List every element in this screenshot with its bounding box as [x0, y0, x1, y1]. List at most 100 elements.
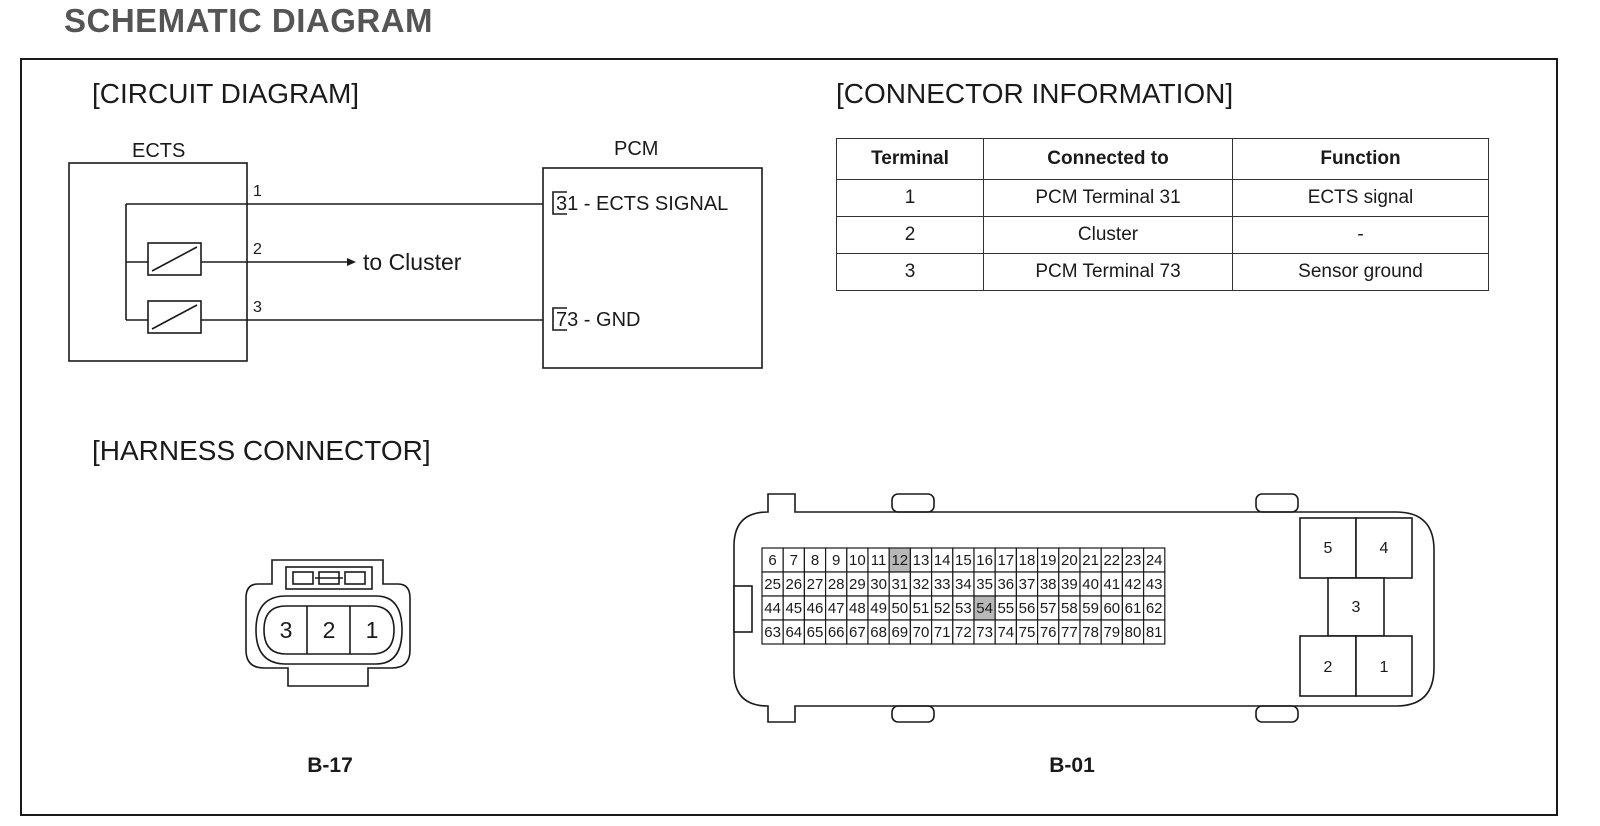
- b01-big-pin-1: 1: [1380, 659, 1389, 676]
- b01-pin-label: 24: [1146, 552, 1163, 569]
- b01-pin-label: 59: [1082, 600, 1099, 617]
- b01-pin-label: 7: [790, 552, 798, 569]
- b01-pin-label: 72: [955, 624, 972, 641]
- b01-pin-label: 52: [934, 600, 951, 617]
- pcm-box: [542, 167, 763, 369]
- b01-big-pin-4: 4: [1380, 540, 1389, 557]
- b01-pin-label: 12: [891, 552, 908, 569]
- arrow-icon: [347, 258, 356, 266]
- to-cluster-label: to Cluster: [363, 249, 462, 275]
- b01-pin-label: 14: [934, 552, 951, 569]
- pcm-pin73-label: 73 - GND: [556, 309, 640, 331]
- b01-pin-label: 35: [976, 576, 993, 593]
- b01-pin-label: 49: [870, 600, 887, 617]
- cell-connected-to: Cluster: [983, 216, 1233, 254]
- b01-pin-label: 17: [997, 552, 1014, 569]
- b01-pin-label: 28: [828, 576, 845, 593]
- b01-pin-label: 60: [1103, 600, 1120, 617]
- b01-pin-label: 9: [832, 552, 840, 569]
- b01-pin-label: 34: [955, 576, 972, 593]
- b01-pin-label: 66: [828, 624, 845, 641]
- section-connector-info-title: [CONNECTOR INFORMATION]: [836, 78, 1233, 109]
- pcm-pin31-label: 31 - ECTS SIGNAL: [556, 193, 728, 215]
- b01-pin-label: 41: [1103, 576, 1120, 593]
- header-function: Function: [1232, 138, 1489, 180]
- cell-terminal: 1: [836, 179, 984, 217]
- b01-pin-label: 73: [976, 624, 993, 641]
- table-row: 3 PCM Terminal 73 Sensor ground: [836, 253, 1489, 291]
- b01-pin-label: 76: [1040, 624, 1057, 641]
- b01-pin-label: 43: [1146, 576, 1163, 593]
- b01-pin-label: 68: [870, 624, 887, 641]
- page-title: SCHEMATIC DIAGRAM: [64, 2, 434, 39]
- b01-pin-label: 36: [997, 576, 1014, 593]
- b01-pin-label: 71: [934, 624, 951, 641]
- b01-pin-label: 32: [913, 576, 930, 593]
- b01-pin-label: 78: [1082, 624, 1099, 641]
- b17-caption: B-17: [307, 754, 353, 777]
- b01-pin-label: 46: [807, 600, 824, 617]
- b01-pin-label: 45: [785, 600, 802, 617]
- connector-b17: 3 2 1 B-17: [245, 559, 411, 777]
- b01-pin-label: 54: [976, 600, 993, 617]
- b01-pin-label: 69: [891, 624, 908, 641]
- cell-terminal: 2: [836, 216, 984, 254]
- header-connected-to: Connected to: [983, 138, 1233, 180]
- b01-pin-label: 80: [1125, 624, 1142, 641]
- b01-big-pin-3: 3: [1352, 599, 1361, 616]
- b01-pin-label: 21: [1082, 552, 1099, 569]
- pcm-module: PCM 31 - ECTS SIGNAL 73 - GND: [542, 138, 763, 369]
- b01-pin-label: 44: [764, 600, 781, 617]
- b01-pin-label: 38: [1040, 576, 1057, 593]
- b01-pin-label: 64: [785, 624, 802, 641]
- cell-function: Sensor ground: [1232, 253, 1489, 291]
- b01-pin-label: 13: [913, 552, 930, 569]
- b01-pin-label: 37: [1019, 576, 1036, 593]
- b01-pin-label: 47: [828, 600, 845, 617]
- b01-pin-label: 10: [849, 552, 866, 569]
- b01-pin-label: 70: [913, 624, 930, 641]
- ects-sensor: ECTS: [68, 140, 248, 362]
- b01-pin-label: 40: [1082, 576, 1099, 593]
- pin-3-label: 3: [253, 299, 262, 316]
- b01-pin-label: 29: [849, 576, 866, 593]
- b01-pin-label: 57: [1040, 600, 1057, 617]
- b01-big-pin-5: 5: [1324, 540, 1333, 557]
- b01-pin-label: 74: [997, 624, 1014, 641]
- b01-pin-label: 51: [913, 600, 930, 617]
- header-terminal: Terminal: [836, 138, 984, 180]
- pin-1-label: 1: [253, 183, 262, 200]
- b01-pin-cell: [1142, 619, 1166, 645]
- b01-pin-label: 26: [785, 576, 802, 593]
- b01-pin-label: 61: [1125, 600, 1142, 617]
- b01-pin-label: 50: [891, 600, 908, 617]
- b01-pin-label: 81: [1146, 624, 1163, 641]
- b01-pin-label: 77: [1061, 624, 1078, 641]
- diagram-frame: [20, 58, 1558, 816]
- b01-pin-label: 58: [1061, 600, 1078, 617]
- b01-caption: B-01: [1049, 754, 1095, 777]
- table-row: 1 PCM Terminal 31 ECTS signal: [836, 179, 1489, 217]
- b01-big-pin-4-box: [1355, 517, 1413, 579]
- b01-pin-label: 16: [976, 552, 993, 569]
- section-circuit-title: [CIRCUIT DIAGRAM]: [92, 78, 359, 109]
- table-row: 2 Cluster -: [836, 216, 1489, 254]
- b01-pin-label: 79: [1103, 624, 1120, 641]
- b01-pin-label: 39: [1061, 576, 1078, 593]
- b01-pin-label: 67: [849, 624, 866, 641]
- b01-pin-label: 20: [1061, 552, 1078, 569]
- b01-big-pin-2: 2: [1324, 659, 1333, 676]
- b01-pin-label: 8: [811, 552, 819, 569]
- b01-pin-label: 23: [1125, 552, 1142, 569]
- b01-pin-label: 18: [1019, 552, 1036, 569]
- b01-big-pin-1-box: [1355, 635, 1413, 697]
- b01-big-pin-2-box: [1299, 635, 1357, 697]
- b01-pin-label: 11: [871, 552, 887, 569]
- b17-pin-3: 3: [280, 617, 293, 643]
- b01-pin-label: 48: [849, 600, 866, 617]
- b01-pin-label: 25: [764, 576, 781, 593]
- b01-pin-label: 27: [807, 576, 824, 593]
- cell-connected-to: PCM Terminal 31: [983, 179, 1233, 217]
